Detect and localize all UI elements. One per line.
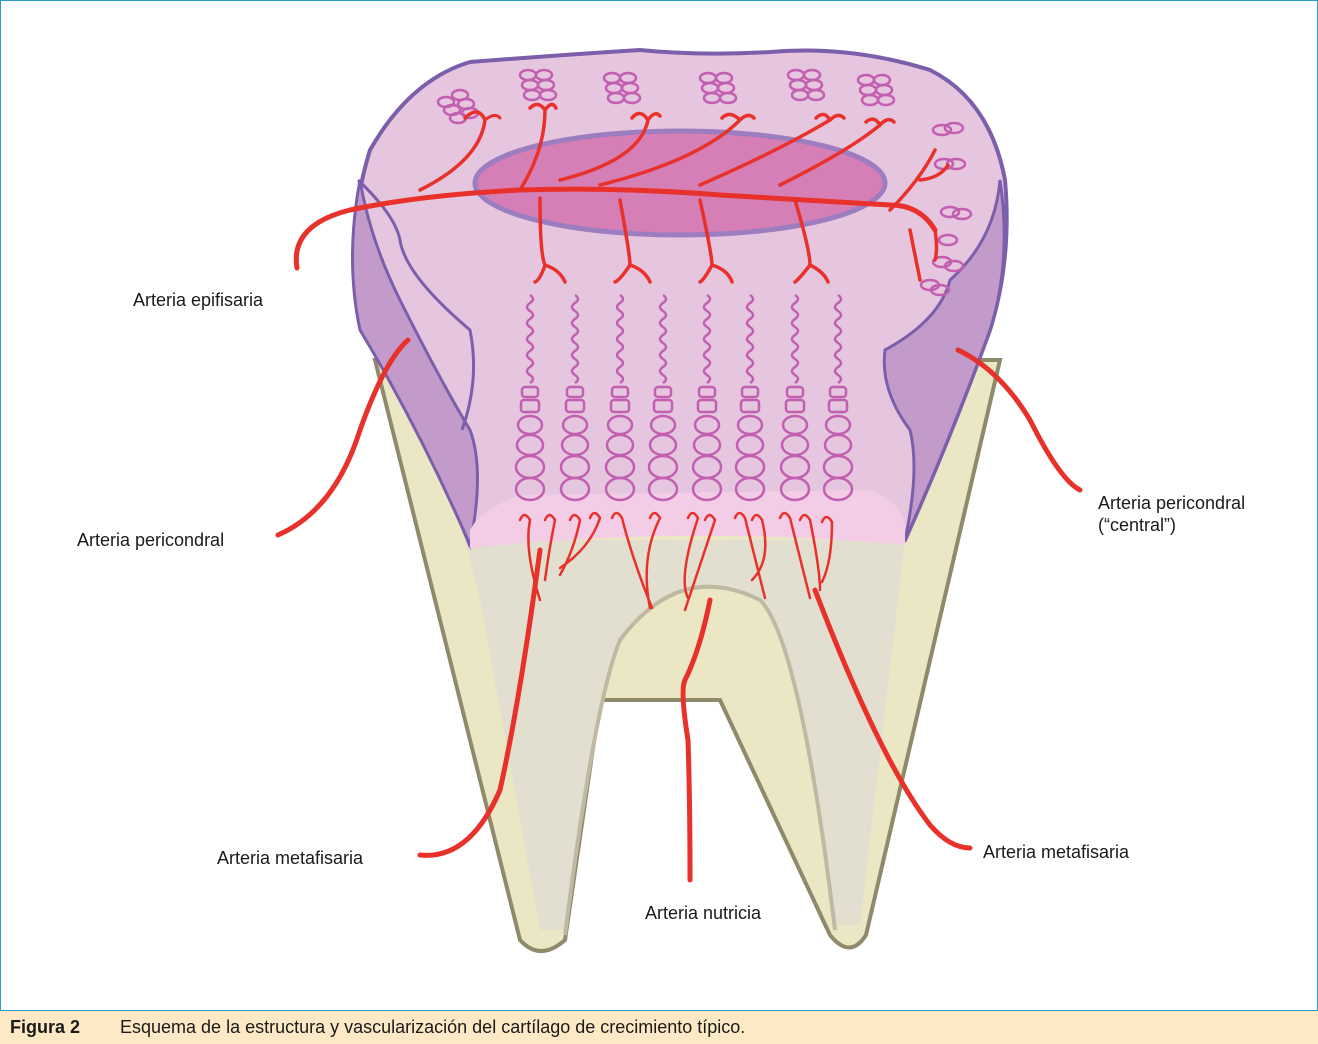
label-metafisaria-left: Arteria metafisaria	[217, 847, 363, 869]
caption-number: Figura 2	[10, 1017, 120, 1038]
caption-bar: Figura 2 Esquema de la estructura y vasc…	[0, 1010, 1318, 1044]
figure-area: Arteria epifisaria Arteria pericondral A…	[0, 0, 1318, 1010]
label-pericondral-right-line1: Arteria pericondral	[1098, 492, 1245, 514]
label-epifisaria: Arteria epifisaria	[133, 289, 263, 311]
label-pericondral-left: Arteria pericondral	[77, 529, 224, 551]
pericondral-left-artery	[278, 340, 408, 535]
ossification-center	[475, 131, 885, 235]
label-metafisaria-right: Arteria metafisaria	[983, 841, 1129, 863]
label-pericondral-right-line2: (“central”)	[1098, 514, 1176, 536]
caption-text: Esquema de la estructura y vascularizaci…	[120, 1017, 745, 1038]
label-nutricia: Arteria nutricia	[645, 902, 761, 924]
